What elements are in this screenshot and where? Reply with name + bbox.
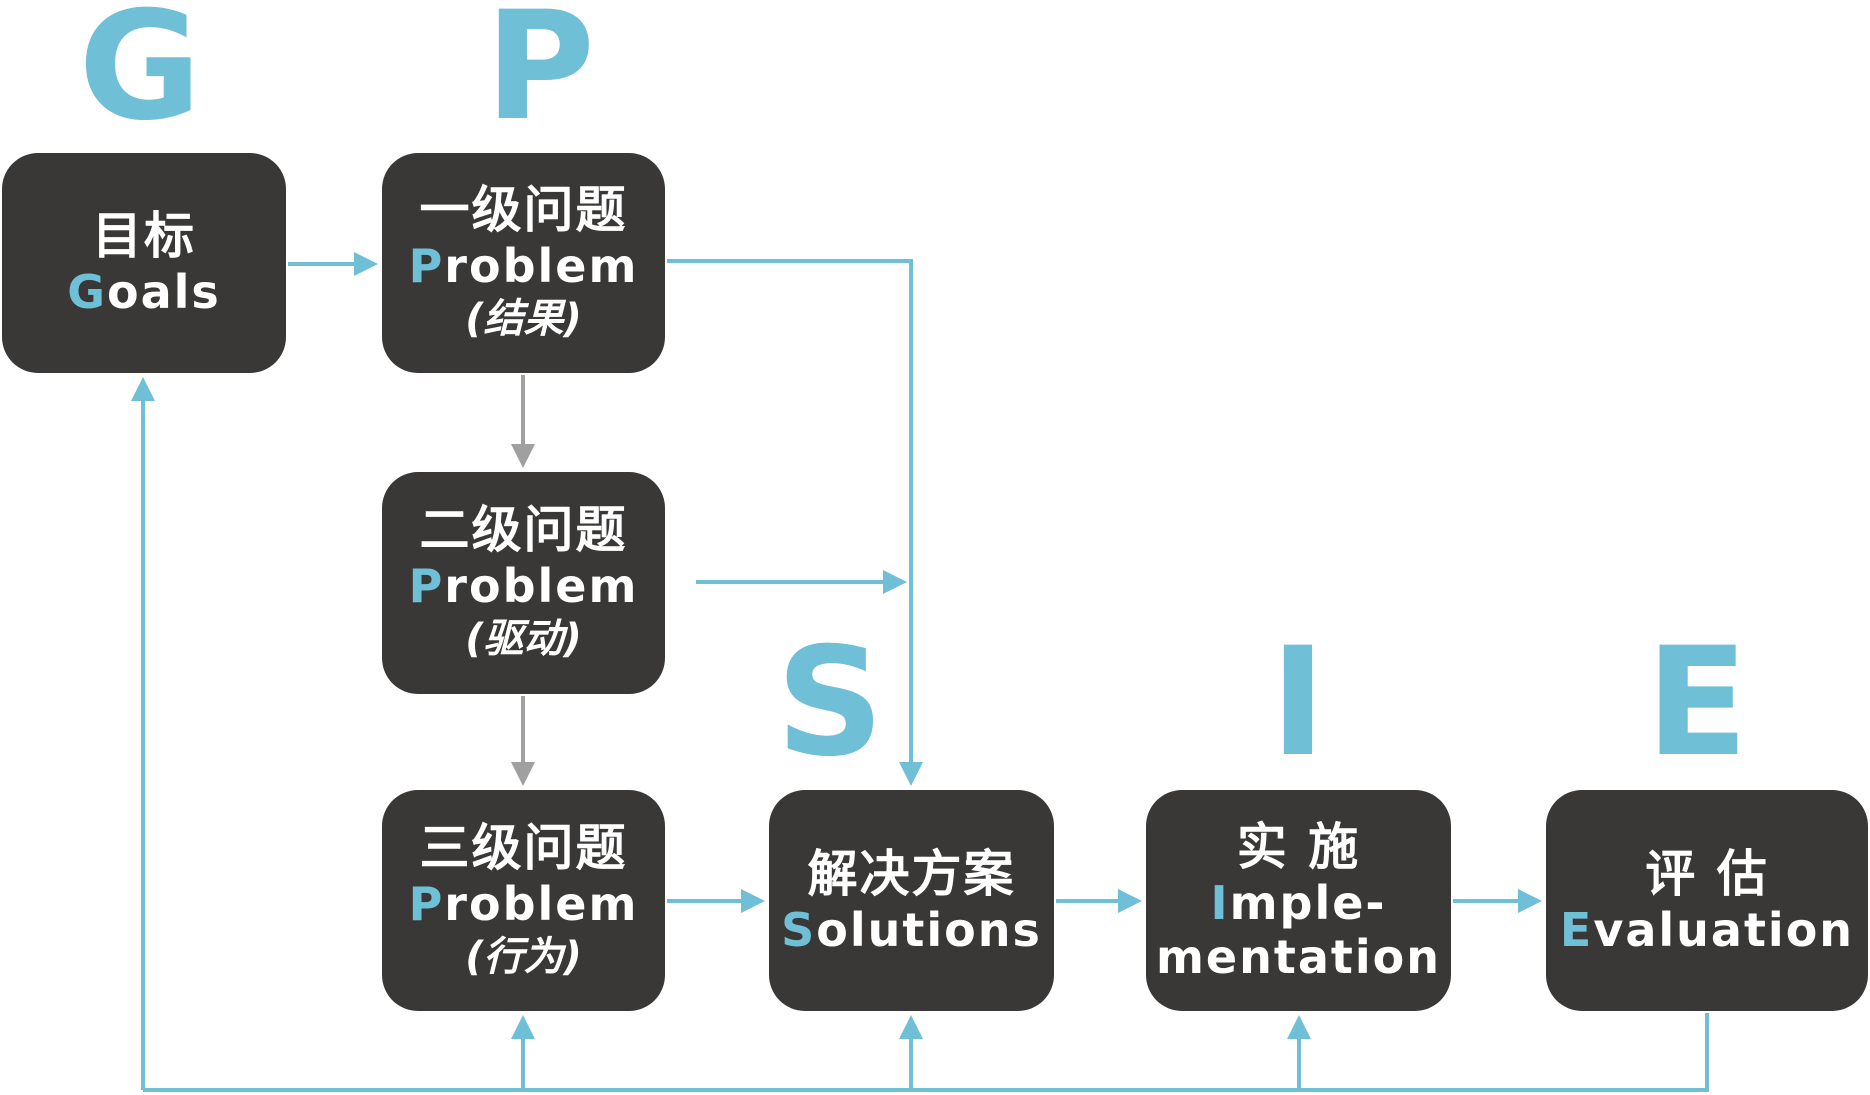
node-solutions: 解决方案 Solutions [769, 790, 1054, 1011]
problem3-sub: (行为) [465, 933, 582, 980]
solutions-en: Solutions [781, 902, 1042, 957]
problem3-en: Problem [408, 876, 639, 931]
node-problem3: 三级问题 Problem (行为) [382, 790, 665, 1011]
problem1-sub: (结果) [465, 296, 582, 342]
arrow-problem1-to-solutions [667, 259, 923, 786]
letter-e: E [1645, 616, 1749, 790]
letter-s: S [775, 616, 885, 790]
problem1-en: Problem [408, 239, 639, 293]
goals-cn: 目标 [92, 207, 196, 265]
solutions-cn: 解决方案 [807, 844, 1016, 903]
feedback-loop-line [143, 1013, 1709, 1092]
node-problem1: 一级问题 Problem (结果) [382, 153, 665, 373]
node-implementation: 实 施 Imple- mentation [1146, 790, 1451, 1011]
problem1-cn: 一级问题 [419, 181, 628, 239]
goals-en: Goals [67, 265, 221, 319]
letter-p: P [485, 0, 595, 154]
implementation-cn: 实 施 [1236, 817, 1361, 876]
node-goals: 目标 Goals [2, 153, 286, 373]
problem3-cn: 三级问题 [419, 818, 628, 877]
node-problem2: 二级问题 Problem (驱动) [382, 472, 665, 694]
implementation-en: Imple- [1210, 875, 1387, 930]
problem2-cn: 二级问题 [419, 501, 628, 559]
letter-g: G [78, 0, 202, 154]
evaluation-en: Evaluation [1559, 902, 1855, 957]
problem2-sub: (驱动) [465, 616, 582, 662]
problem2-en: Problem [408, 559, 639, 613]
evaluation-cn: 评 估 [1645, 844, 1769, 903]
node-evaluation: 评 估 Evaluation [1546, 790, 1868, 1011]
letter-i: I [1270, 616, 1326, 790]
implementation-en-line2: mentation [1155, 929, 1441, 984]
